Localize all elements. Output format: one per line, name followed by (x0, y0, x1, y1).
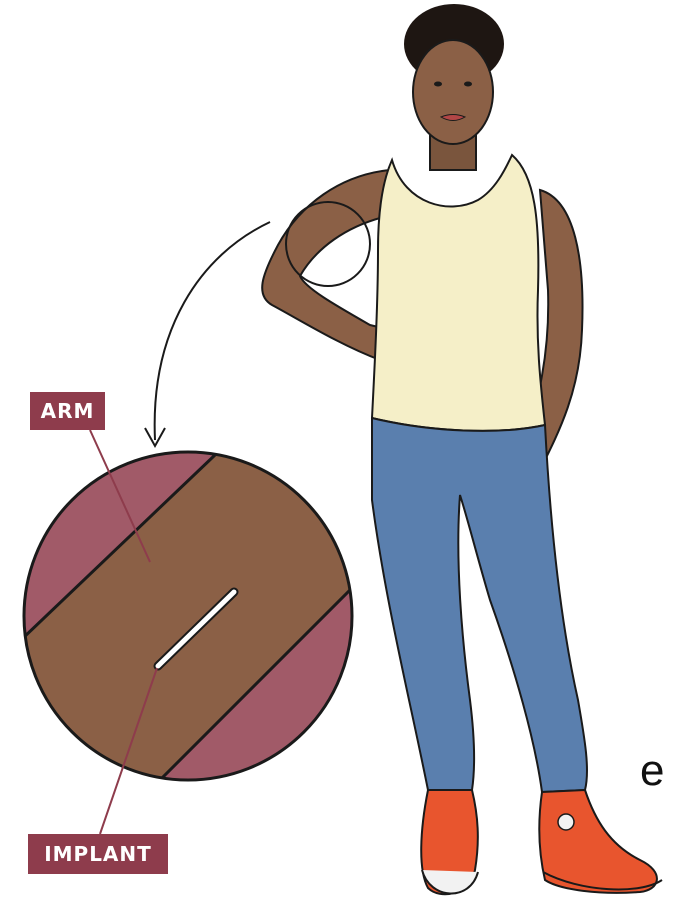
implant-label: IMPLANT (28, 834, 168, 874)
right-sneaker (539, 790, 662, 893)
jeans (372, 418, 587, 792)
arm-label: ARM (30, 392, 105, 430)
woman-figure (262, 4, 662, 894)
zoom-circle-icon (0, 452, 360, 790)
curved-arrow-icon (145, 222, 270, 446)
cut-off-text: e (640, 746, 664, 796)
tank-top (372, 155, 545, 431)
left-sneaker (421, 790, 478, 894)
face (413, 40, 493, 144)
